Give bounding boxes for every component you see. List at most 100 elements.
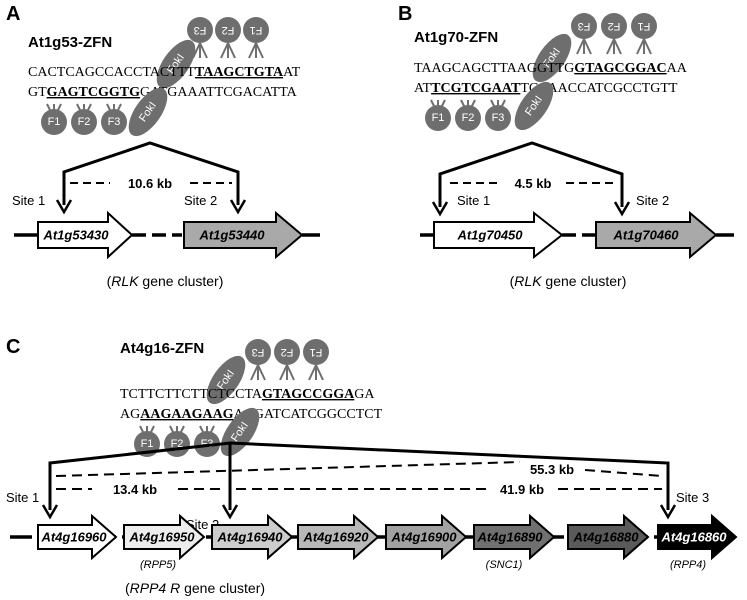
finger-f1-top-shape (303, 339, 329, 365)
finger-f1-top-shape (243, 17, 269, 43)
locus-c: At4g16960 At4g16950 At4g16940 At4g16920 … (10, 513, 738, 561)
finger-f1-bottom-shape (425, 105, 451, 131)
gene-arrow (433, 210, 564, 260)
arrowhead-site-2 (221, 504, 239, 520)
arrowhead-site-1 (55, 199, 73, 215)
seq-top-c-site: GTAGCCGGA (262, 387, 355, 402)
finger-f2-bottom-label: F2 (78, 116, 91, 128)
seq-top-b-3: AA (667, 61, 688, 76)
cluster-italic: RPP4 R (130, 580, 181, 596)
bracket-site2-site3 (229, 441, 670, 510)
panel-letter-c: C (6, 336, 20, 358)
finger-f3-bottom-shape (485, 105, 511, 131)
zfn-name-a: At1g53-ZFN (28, 34, 112, 51)
foki-domain-top (206, 355, 246, 405)
arrowhead-site-1 (431, 201, 449, 217)
dash-55kb-right (584, 469, 663, 477)
finger-f2-bottom-shape (455, 105, 481, 131)
zfn-bottom-b: F1 F2 F3 FokI (425, 81, 554, 131)
arrowhead-site-2 (229, 199, 247, 215)
site-2-label-a: Site 2 (184, 193, 217, 208)
gene-arrow (183, 210, 304, 260)
cluster-post: gene cluster) (139, 273, 224, 289)
cluster-pre: ( (125, 580, 130, 596)
finger-contacts (250, 364, 266, 381)
foki-domain-top (156, 39, 196, 89)
locus-a: At1g53430 At1g53440 (14, 210, 320, 260)
finger-f2-top-shape (601, 13, 627, 39)
arrowhead-site-2 (613, 201, 631, 217)
gene-arrow (37, 210, 134, 260)
foki-domain-bottom (128, 87, 168, 137)
seq-bottom-c-site: AAGAAGAAG (140, 407, 233, 422)
gene-label: At4g16940 (216, 530, 283, 545)
arrowhead-site-3 (659, 504, 677, 520)
finger-f1-top-label: F1 (250, 24, 263, 36)
cluster-post: gene cluster) (180, 580, 265, 596)
finger-f3-top-shape (187, 17, 213, 43)
gene-label: At4g16960 (40, 530, 107, 545)
cluster-italic: RLK (514, 273, 542, 289)
zfn-top-b: FokI F3 F2 F1 (532, 13, 657, 83)
finger-f1-top-label: F1 (310, 346, 323, 358)
finger-f2-top: F2 (601, 13, 627, 55)
deletion-brackets-c (41, 441, 677, 520)
finger-f3-top-shape (245, 339, 271, 365)
distance-label-a: 10.6 kb (128, 176, 172, 191)
zfn-bottom-a: F1 F2 F3 FokI (41, 87, 168, 137)
distance-label-55kb: 55.3 kb (530, 462, 574, 477)
finger-f3-bottom-shape (194, 431, 220, 457)
finger-f3-bottom-label: F3 (492, 112, 505, 124)
finger-f2-bottom: F2 (71, 103, 97, 135)
seq-bottom-a-1: GT (28, 85, 47, 100)
finger-f2-bottom-label: F2 (171, 438, 184, 450)
finger-f1-top-label: F1 (638, 20, 651, 32)
panel-letter-a: A (6, 3, 20, 25)
site-3-label-c: Site 3 (676, 490, 709, 505)
gene-arrow (567, 513, 650, 561)
bracket-line (438, 141, 624, 207)
seq-top-c: TCTTCTTCTTCTCCTAGTAGCCGGAGA (120, 387, 375, 402)
panel-a: A At1g53-ZFN FokI F3 F2 F1 CACTCAGCCACCT… (6, 3, 320, 289)
finger-f2-bottom: F2 (164, 425, 190, 457)
finger-f3-top-label: F3 (252, 346, 265, 358)
locus-b: At1g70450 At1g70460 (420, 210, 734, 260)
seq-top-c-3: GA (354, 387, 375, 402)
finger-contacts (248, 42, 264, 59)
zfn-name-c: At4g16-ZFN (120, 340, 204, 357)
finger-f1-top: F1 (243, 17, 269, 59)
finger-contacts (192, 42, 208, 59)
finger-f2-top-shape (274, 339, 300, 365)
seq-bottom-a: GTGAGTCGGTGGATGAAATTCGACATTA (28, 85, 298, 100)
finger-f3-top: F3 (187, 17, 213, 59)
alias-snc1: (SNC1) (486, 559, 523, 571)
bracket-line (62, 141, 240, 205)
finger-f3-bottom-label: F3 (108, 116, 121, 128)
cluster-post: gene cluster) (542, 273, 627, 289)
panel-c: C At4g16-ZFN FokI F3 F2 F1 TCTTCTTCTTCTC… (6, 336, 738, 596)
gene-arrow (123, 513, 206, 561)
deletion-bracket-b (431, 141, 631, 217)
gene-arrow (657, 513, 738, 561)
seq-bottom-a-site: GAGTCGGTG (47, 85, 140, 100)
arrowhead-site-1 (41, 504, 59, 520)
distance-dashes-c (55, 461, 663, 490)
cluster-label-b: (RLK gene cluster) (510, 273, 627, 289)
zfn-top-a: FokI F3 F2 F1 (156, 17, 269, 89)
finger-contacts (308, 364, 324, 381)
finger-f2-top-label: F2 (222, 24, 235, 36)
dash-55kb-left (55, 461, 521, 477)
gene-arrow (595, 210, 718, 260)
seq-top-a-site: TAAGCTGTA (195, 65, 284, 80)
bracket-site1-site2 (48, 441, 232, 510)
finger-f3-top-label: F3 (578, 20, 591, 32)
gene-label: At4g16860 (660, 530, 727, 545)
site-1-label-a: Site 1 (12, 193, 45, 208)
gene-label: At1g70460 (612, 228, 679, 243)
zfn-name-b: At1g70-ZFN (414, 29, 498, 46)
finger-f1-top: F1 (631, 13, 657, 55)
finger-f1-bottom-label: F1 (141, 438, 154, 450)
finger-contacts (636, 38, 652, 55)
finger-f3-bottom: F3 (485, 99, 511, 131)
